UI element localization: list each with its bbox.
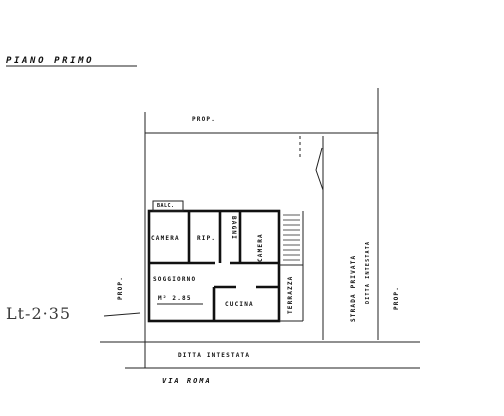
room-label-camera-1: CAMERA <box>151 235 180 242</box>
room-label-soggiorno: SOGGIORNO <box>153 276 196 283</box>
street-label-strada-privata: STRADA PRIVATA <box>350 255 357 322</box>
stair-hatching <box>283 214 300 261</box>
room-label-balcony: BALC. <box>157 203 175 209</box>
room-label-camera-2: CAMERA <box>257 233 264 262</box>
property-boundary <box>100 88 420 369</box>
room-label-cucina: CUCINA <box>225 301 254 308</box>
side-label-ditta-intestata: DITTA INTESTATA <box>365 241 371 304</box>
neighbor-label-right: PROP. <box>393 286 400 310</box>
room-label-terrazza: TERRAZZA <box>287 276 294 315</box>
bottom-label-ditta-intestata: DITTA INTESTATA <box>178 352 250 359</box>
drawing-title: PIANO PRIMO <box>6 56 94 66</box>
room-label-rip: RIP. <box>197 235 216 242</box>
street-label-via-roma: VIA ROMA <box>162 377 212 385</box>
room-label-bagni: BAGNI <box>230 216 237 240</box>
room-area-label: M² 2.85 <box>158 295 192 302</box>
building-walls <box>147 200 304 323</box>
neighbor-label-left: PROP. <box>117 276 124 300</box>
note-pointer-line <box>103 312 141 317</box>
handwritten-note: Lt-2·35 <box>6 304 71 323</box>
neighbor-label-top: PROP. <box>192 116 216 123</box>
